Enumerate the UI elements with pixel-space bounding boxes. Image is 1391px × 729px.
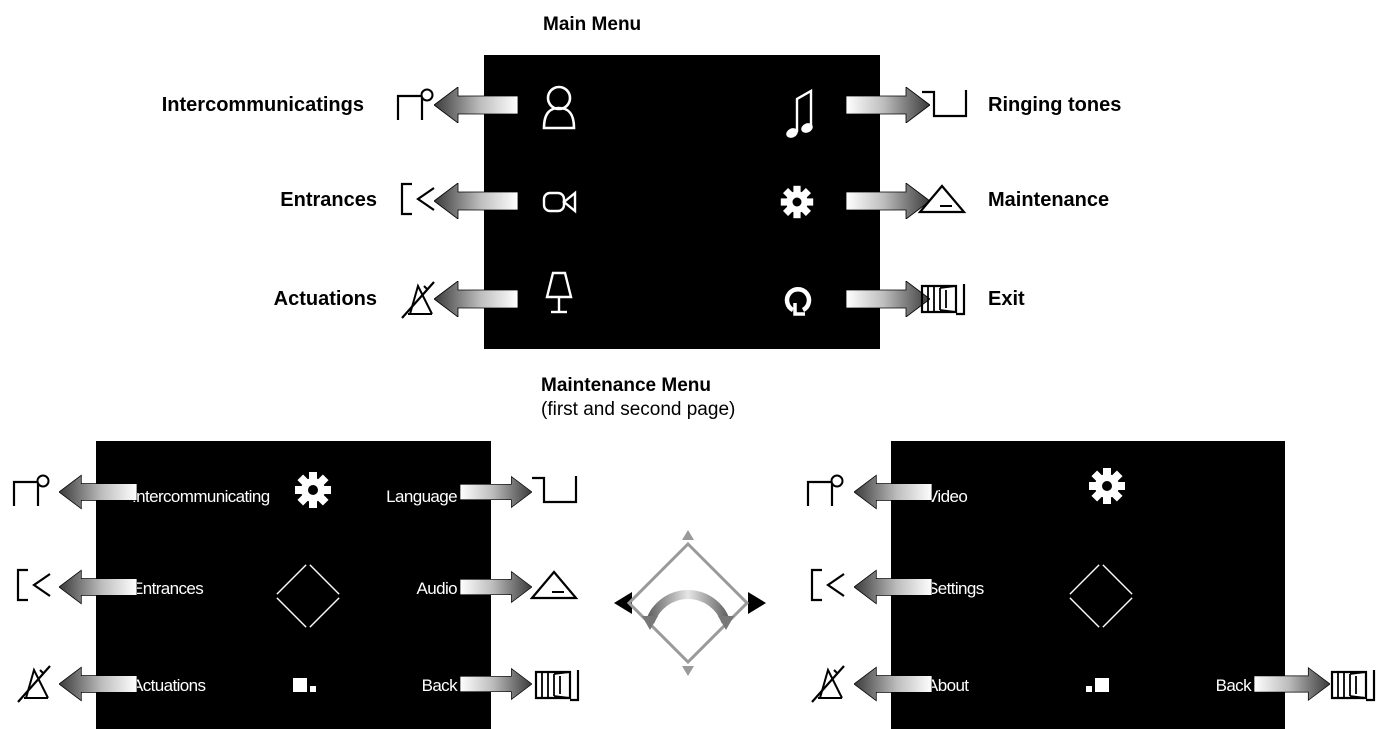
button-bracket-arrow-icon[interactable] [808,568,848,602]
navigation-diamond-icon [276,564,340,628]
exit-label: Exit [988,288,1025,310]
lamp-icon [545,271,573,314]
button-door-icon[interactable] [1330,668,1380,702]
arrow-left-icon [854,474,932,510]
music-note-icon [786,88,813,138]
nav-right-arrow-icon [748,592,766,614]
gear-icon [295,472,331,508]
arrow-left-icon [59,474,137,510]
intercommunicatings-label: Intercommunicatings [161,94,364,116]
nav-down-arrow-icon [682,666,694,676]
button-door-icon[interactable] [920,282,970,316]
arrow-left-icon [59,666,137,702]
page-indicator-icon [293,678,316,692]
language-label: Language [386,487,457,506]
actuations-label: Actuations [132,676,206,695]
button-bracket-arrow-icon[interactable] [14,568,54,602]
arrow-left-icon [434,87,518,123]
refresh-icon [784,286,812,316]
intercommunicating-label: Intercommunicating [132,487,270,506]
gear-icon [1089,468,1125,504]
maintenance-page2-screen: Video Settings About Back [891,441,1285,729]
audio-label: Audio [416,579,458,598]
maintenance-menu-title: Maintenance Menu [541,375,711,396]
arrow-right-icon [1254,667,1330,701]
button-triangle-icon[interactable] [918,182,968,216]
arrow-left-icon [854,569,932,605]
gear-icon [780,185,814,219]
button-door-icon[interactable] [534,668,584,702]
button-step-icon[interactable] [530,472,580,506]
button-bell-mute-icon[interactable] [398,280,438,320]
arrow-right-icon [846,87,930,123]
navigation-diamond-icon [1069,564,1133,628]
ringing-tones-label: Ringing tones [988,94,1122,116]
button-bracket-arrow-icon[interactable] [398,182,438,216]
arrow-left-icon [854,666,932,702]
arrow-left-icon [434,281,518,317]
actuations-label: Actuations [273,288,377,310]
entrances-label: Entrances [132,579,204,598]
video-label: Video [927,487,968,506]
button-corner-circle-icon[interactable] [396,88,436,122]
settings-label: Settings [927,579,984,598]
back-label: Back [1215,676,1252,695]
arrow-left-icon [434,183,518,219]
button-corner-circle-icon[interactable] [806,474,846,508]
page-indicator-icon [1086,678,1109,692]
navigation-pad [614,530,766,676]
entrances-label: Entrances [280,189,377,211]
back-label: Back [421,676,458,695]
arrow-right-icon [460,571,532,603]
button-bell-mute-icon[interactable] [14,664,54,704]
button-triangle-icon[interactable] [530,568,580,602]
arrow-right-icon [460,668,532,700]
maintenance-menu-subtitle: (first and second page) [541,399,736,420]
main-menu-title: Main Menu [543,14,642,35]
user-icon [542,85,576,130]
video-camera-icon [542,190,577,214]
main-menu-screen [484,55,880,349]
arrow-right-icon [460,476,532,508]
arrow-right-icon [846,281,930,317]
about-label: About [927,676,969,695]
nav-left-arrow-icon [614,592,632,614]
button-step-icon[interactable] [920,86,970,120]
nav-up-arrow-icon [682,530,694,540]
button-corner-circle-icon[interactable] [12,474,52,508]
button-bell-mute-icon[interactable] [808,664,848,704]
arrow-left-icon [59,569,137,605]
maintenance-page1-screen: Intercommunicating Entrances Actuations … [96,441,491,729]
maintenance-label: Maintenance [988,189,1110,211]
